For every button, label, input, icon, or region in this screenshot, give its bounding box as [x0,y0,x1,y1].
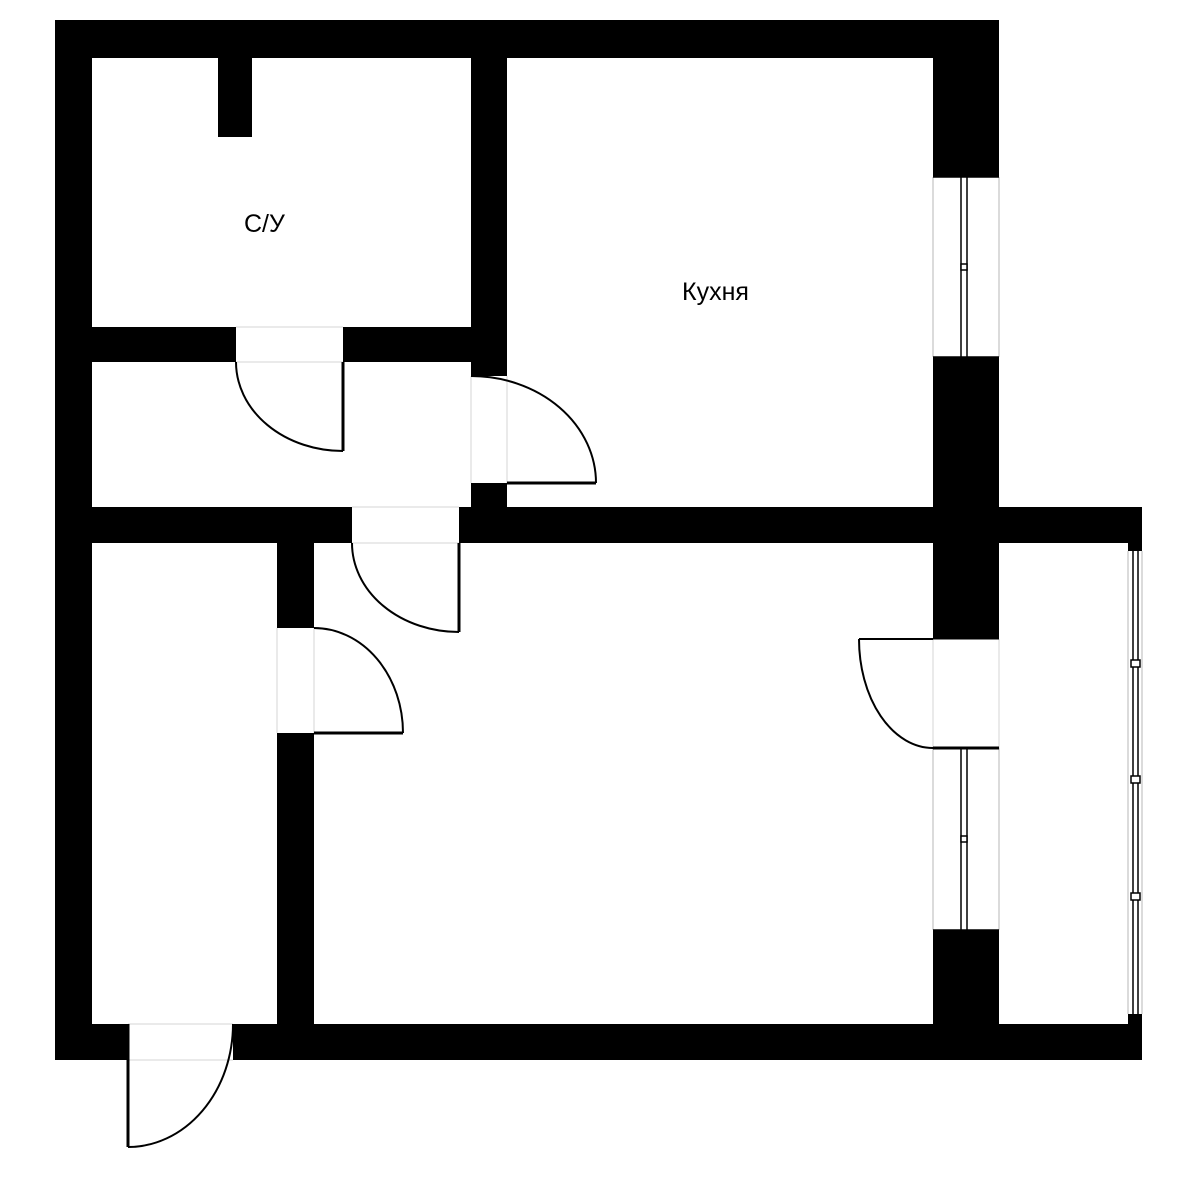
middle-wall-right [507,507,933,543]
entrance-door [126,1023,234,1148]
right-pillar-bottom [933,930,999,1025]
bottom-wall-left [55,1024,128,1060]
balcony-top-wall [999,507,1142,543]
kitchen-door [470,375,597,485]
right-kitchen-wall-upper [933,20,999,177]
bathroom-label: С/У [244,210,285,238]
balcony-corner-bottom [1128,1014,1142,1060]
room-window [932,748,1000,931]
right-kitchen-wall-lower [933,357,999,507]
left-exterior-wall [55,20,92,1060]
middle-wall-stub [459,507,507,543]
balcony-door [858,638,1000,750]
bathroom-bottom-wall-right [343,327,507,362]
partition-wall-upper [277,543,314,628]
balcony-corner-top [1128,507,1142,551]
bathroom-door [235,326,345,452]
bathroom-bottom-wall-left [92,327,236,362]
kitchen-window [932,176,1000,358]
bottom-wall-main [233,1024,1142,1060]
walls [55,20,1142,1060]
storage-door [276,627,404,735]
bathroom-stub-wall [218,58,252,137]
kitchen-label: Кухня [682,278,749,306]
partition-wall-lower [277,733,314,1024]
doors [126,326,1000,1148]
windows [932,176,1143,1014]
room-door [351,506,461,633]
bathroom-right-wall [471,58,507,376]
top-exterior-wall [55,20,999,58]
balcony-glazing [1127,551,1143,1014]
corner-pillar [933,507,999,639]
hall-stub-pillar [471,483,507,508]
middle-wall-left [92,507,352,543]
